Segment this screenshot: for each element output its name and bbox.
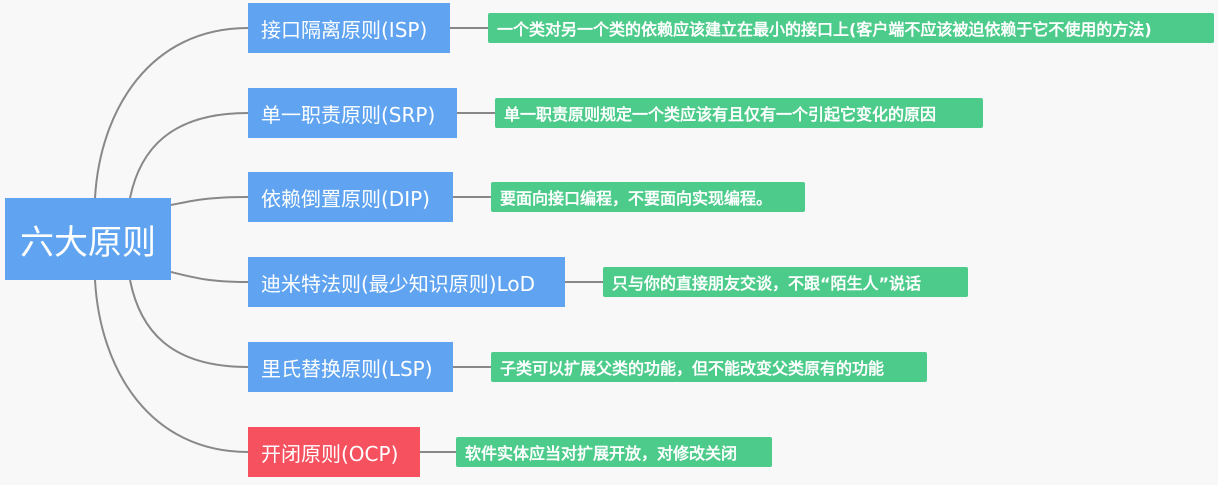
leaf-node-dip[interactable]: 要面向接口编程，不要面向实现编程。 bbox=[491, 182, 805, 212]
leaf-node-lsp[interactable]: 子类可以扩展父类的功能，但不能改变父类原有的功能 bbox=[491, 352, 927, 382]
branch-node-ocp[interactable]: 开闭原则(OCP) bbox=[248, 427, 420, 477]
leaf-node-srp[interactable]: 单一职责原则规定一个类应该有且仅有一个引起它变化的原因 bbox=[495, 98, 983, 128]
connector-root-branch-2 bbox=[129, 112, 249, 199]
leaf-node-lod[interactable]: 只与你的直接朋友交谈，不跟“陌生人”说话 bbox=[603, 267, 968, 297]
branch-node-dip[interactable]: 依赖倒置原则(DIP) bbox=[248, 172, 453, 222]
connector-root-branch-3 bbox=[170, 196, 249, 206]
connector-root-branch-5 bbox=[129, 279, 249, 368]
leaf-node-ocp[interactable]: 软件实体应当对扩展开放，对修改关闭 bbox=[456, 437, 772, 467]
connector-root-branch-4 bbox=[170, 271, 249, 283]
branch-node-lod[interactable]: 迪米特法则(最少知识原则)LoD bbox=[248, 257, 565, 307]
leaf-node-isp[interactable]: 一个类对另一个类的依赖应该建立在最小的接口上(客户端不应该被迫依赖于它不使用的方… bbox=[488, 13, 1214, 43]
connector-root-branch-1 bbox=[94, 27, 249, 199]
root-node[interactable]: 六大原则 bbox=[5, 198, 171, 280]
branch-node-isp[interactable]: 接口隔离原则(ISP) bbox=[248, 3, 450, 53]
branch-node-lsp[interactable]: 里氏替换原则(LSP) bbox=[248, 342, 453, 392]
branch-node-srp[interactable]: 单一职责原则(SRP) bbox=[248, 88, 457, 138]
connector-root-branch-6 bbox=[94, 279, 249, 453]
